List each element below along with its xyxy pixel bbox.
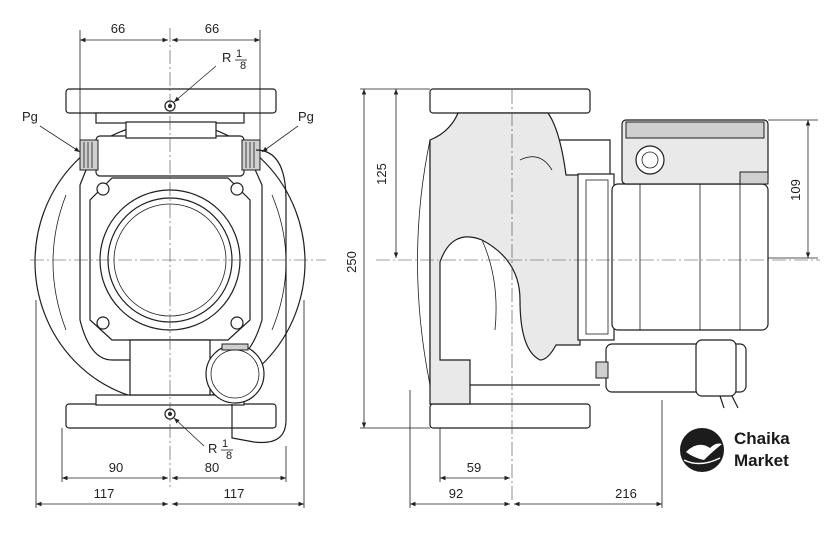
dim-90: 90	[109, 460, 123, 475]
side-terminal-cap	[695, 339, 737, 397]
terminal-box-top	[221, 343, 249, 351]
pg-label-right: Pg	[298, 109, 314, 124]
dim-117-left: 117	[94, 486, 115, 501]
dim-125: 125	[374, 163, 389, 185]
speed-knob	[635, 145, 665, 175]
thread-label-bottom-den: 8	[226, 450, 232, 462]
brand-name-line1: Chaika	[734, 429, 790, 448]
pg-gland-left	[79, 139, 99, 171]
bolt-br	[230, 316, 244, 330]
thread-label-top-den: 8	[240, 60, 246, 72]
dim-92: 92	[449, 486, 463, 501]
side-control-head-top	[625, 121, 765, 139]
side-bottom-flange	[429, 403, 591, 429]
dim-250: 250	[344, 251, 359, 273]
dim-80: 80	[205, 460, 219, 475]
bolt-bl	[96, 316, 110, 330]
side-top-flange	[429, 88, 591, 114]
brand-logo: Chaika Market	[680, 428, 790, 472]
dim-66-right: 66	[205, 21, 219, 36]
side-gland	[595, 361, 609, 379]
side-motor-flange	[577, 173, 615, 341]
side-motor-flange-inner	[585, 179, 609, 335]
dim-59: 59	[467, 460, 481, 475]
front-view: 66 66 R 1 8 Pg Pg R 1 8 90 80 117 117	[22, 21, 326, 508]
thread-label-bottom-num: 1	[222, 438, 228, 450]
brand-name-line2: Market	[734, 451, 789, 470]
thread-label-bottom-prefix: R	[208, 441, 217, 456]
thread-label-top-prefix: R	[222, 50, 231, 65]
dim-117-right: 117	[224, 486, 245, 501]
side-view: 250 125 109 59 92 216	[344, 88, 820, 508]
terminal-box	[205, 344, 265, 404]
pg-gland-right	[241, 139, 261, 171]
side-cable	[719, 395, 739, 409]
bolt-tr	[230, 182, 244, 196]
front-cap-top	[125, 121, 217, 139]
dim-216: 216	[615, 486, 637, 501]
pg-label-left: Pg	[22, 109, 38, 124]
bolt-tl	[96, 182, 110, 196]
front-cable	[231, 149, 287, 444]
side-volute	[429, 112, 581, 405]
seagull-icon	[686, 443, 722, 460]
dim-109: 109	[788, 179, 803, 201]
side-housing-curve	[417, 139, 431, 386]
thread-label-top-num: 1	[236, 48, 242, 60]
side-motor-body	[611, 183, 769, 331]
dim-66-left: 66	[111, 21, 125, 36]
side-connector	[739, 171, 769, 185]
